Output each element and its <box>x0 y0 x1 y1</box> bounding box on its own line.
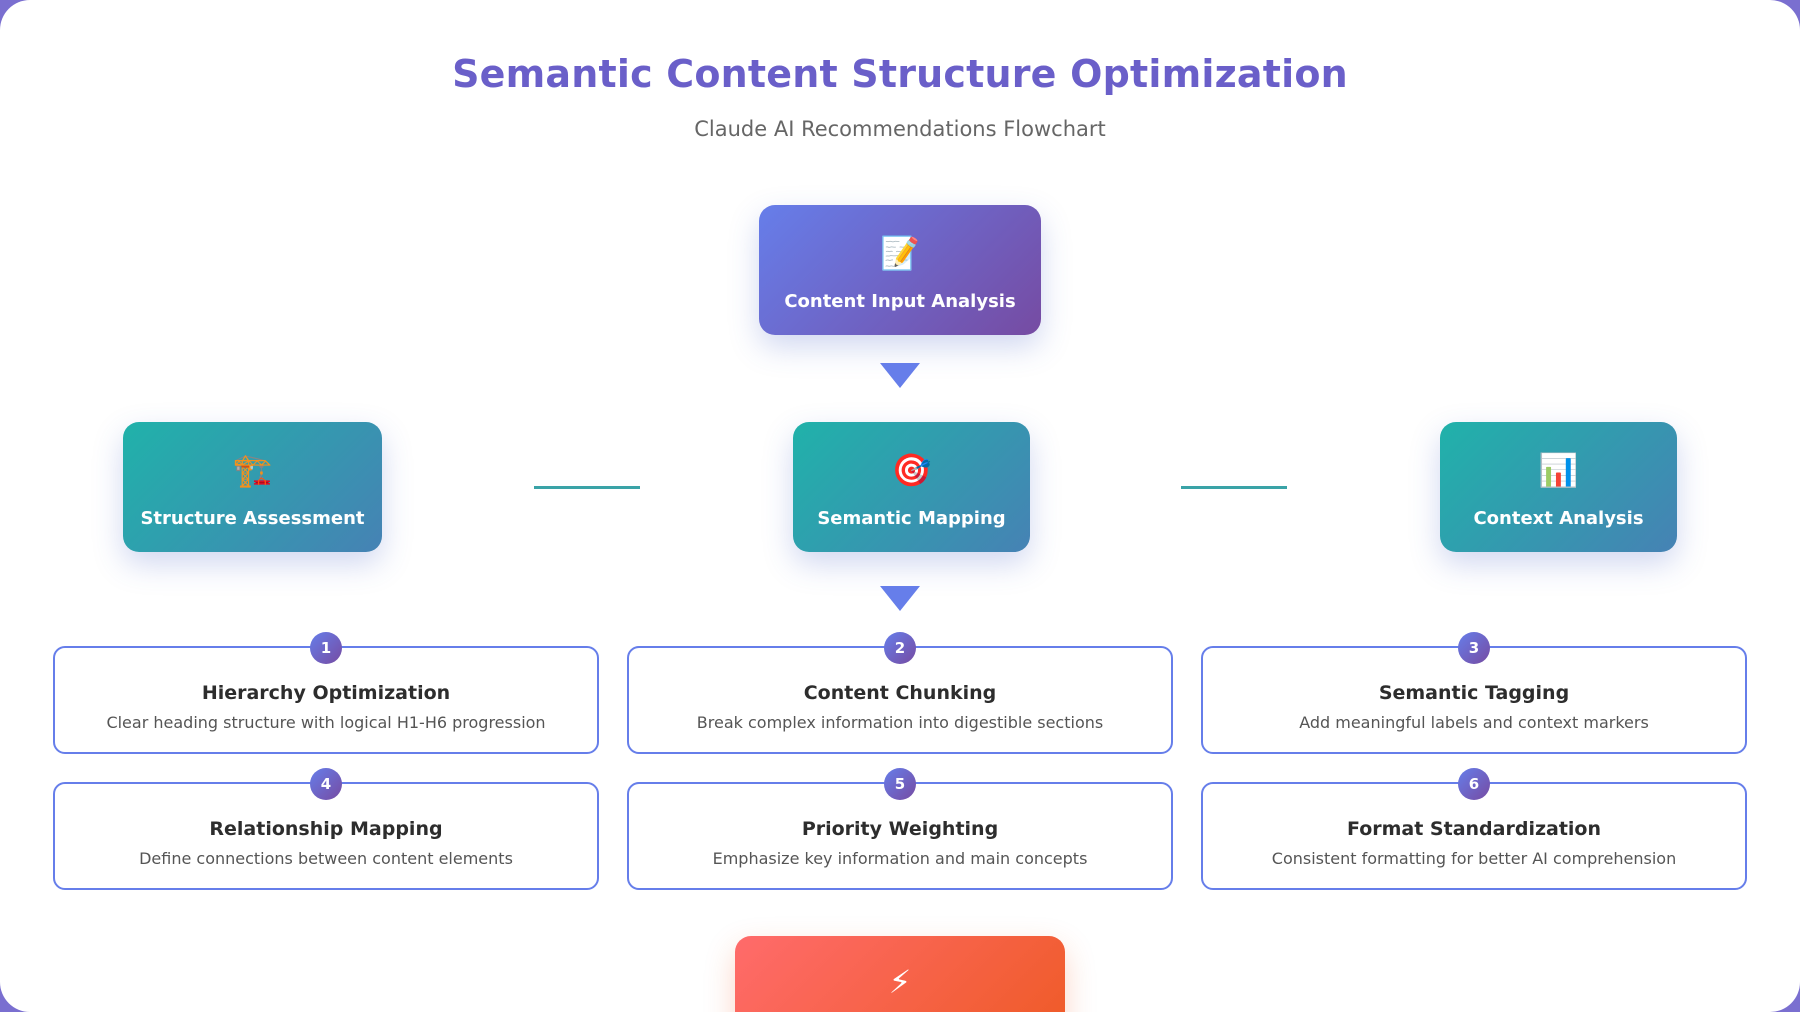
target-icon: 🎯 <box>891 451 932 489</box>
page-title: Semantic Content Structure Optimization <box>452 52 1348 96</box>
bar-chart-icon: 📊 <box>1538 451 1579 489</box>
recommendation-card: 3 Semantic Tagging Add meaningful labels… <box>1201 632 1747 754</box>
step-number-badge: 2 <box>884 632 916 664</box>
step-number-badge: 3 <box>1458 632 1490 664</box>
recommendation-title: Format Standardization <box>1346 818 1602 840</box>
recommendation-description: Break complex information into digestibl… <box>696 713 1104 732</box>
recommendation-card: 6 Format Standardization Consistent form… <box>1201 768 1747 890</box>
step-number-badge: 1 <box>310 632 342 664</box>
node-output: ⚡ <box>735 936 1065 1012</box>
node-structure-assessment: 🏗️ Structure Assessment <box>123 422 382 552</box>
construction-crane-icon: 🏗️ <box>232 451 273 489</box>
recommendation-description: Define connections between content eleme… <box>139 849 513 868</box>
step-number-badge: 5 <box>884 768 916 800</box>
flow-arrow-down <box>880 363 920 388</box>
connector-line-right <box>1181 486 1287 489</box>
node-label: Semantic Mapping <box>817 508 1006 529</box>
recommendation-card: 5 Priority Weighting Emphasize key infor… <box>627 768 1173 890</box>
recommendation-title: Hierarchy Optimization <box>201 682 451 704</box>
node-content-input-analysis: 📝 Content Input Analysis <box>759 205 1041 335</box>
recommendation-description: Add meaningful labels and context marker… <box>1299 713 1649 732</box>
recommendation-description: Emphasize key information and main conce… <box>712 849 1088 868</box>
node-label: Content Input Analysis <box>784 291 1016 312</box>
recommendation-description: Consistent formatting for better AI comp… <box>1271 849 1677 868</box>
node-label: Structure Assessment <box>140 508 365 529</box>
recommendation-title: Content Chunking <box>803 682 997 704</box>
recommendation-title: Priority Weighting <box>801 818 999 840</box>
recommendation-description: Clear heading structure with logical H1-… <box>106 713 546 732</box>
lightning-icon: ⚡ <box>888 963 912 1001</box>
recommendation-card: 1 Hierarchy Optimization Clear heading s… <box>53 632 599 754</box>
node-semantic-mapping: 🎯 Semantic Mapping <box>793 422 1030 552</box>
recommendation-title: Semantic Tagging <box>1378 682 1570 704</box>
step-number-badge: 6 <box>1458 768 1490 800</box>
node-label: Context Analysis <box>1473 508 1644 529</box>
recommendation-title: Relationship Mapping <box>209 818 443 840</box>
recommendation-card: 4 Relationship Mapping Define connection… <box>53 768 599 890</box>
memo-icon: 📝 <box>880 234 920 272</box>
connector-line-left <box>534 486 640 489</box>
step-number-badge: 4 <box>310 768 342 800</box>
node-context-analysis: 📊 Context Analysis <box>1440 422 1677 552</box>
recommendation-card: 2 Content Chunking Break complex informa… <box>627 632 1173 754</box>
page-subtitle: Claude AI Recommendations Flowchart <box>694 117 1106 141</box>
flow-arrow-down <box>880 586 920 611</box>
